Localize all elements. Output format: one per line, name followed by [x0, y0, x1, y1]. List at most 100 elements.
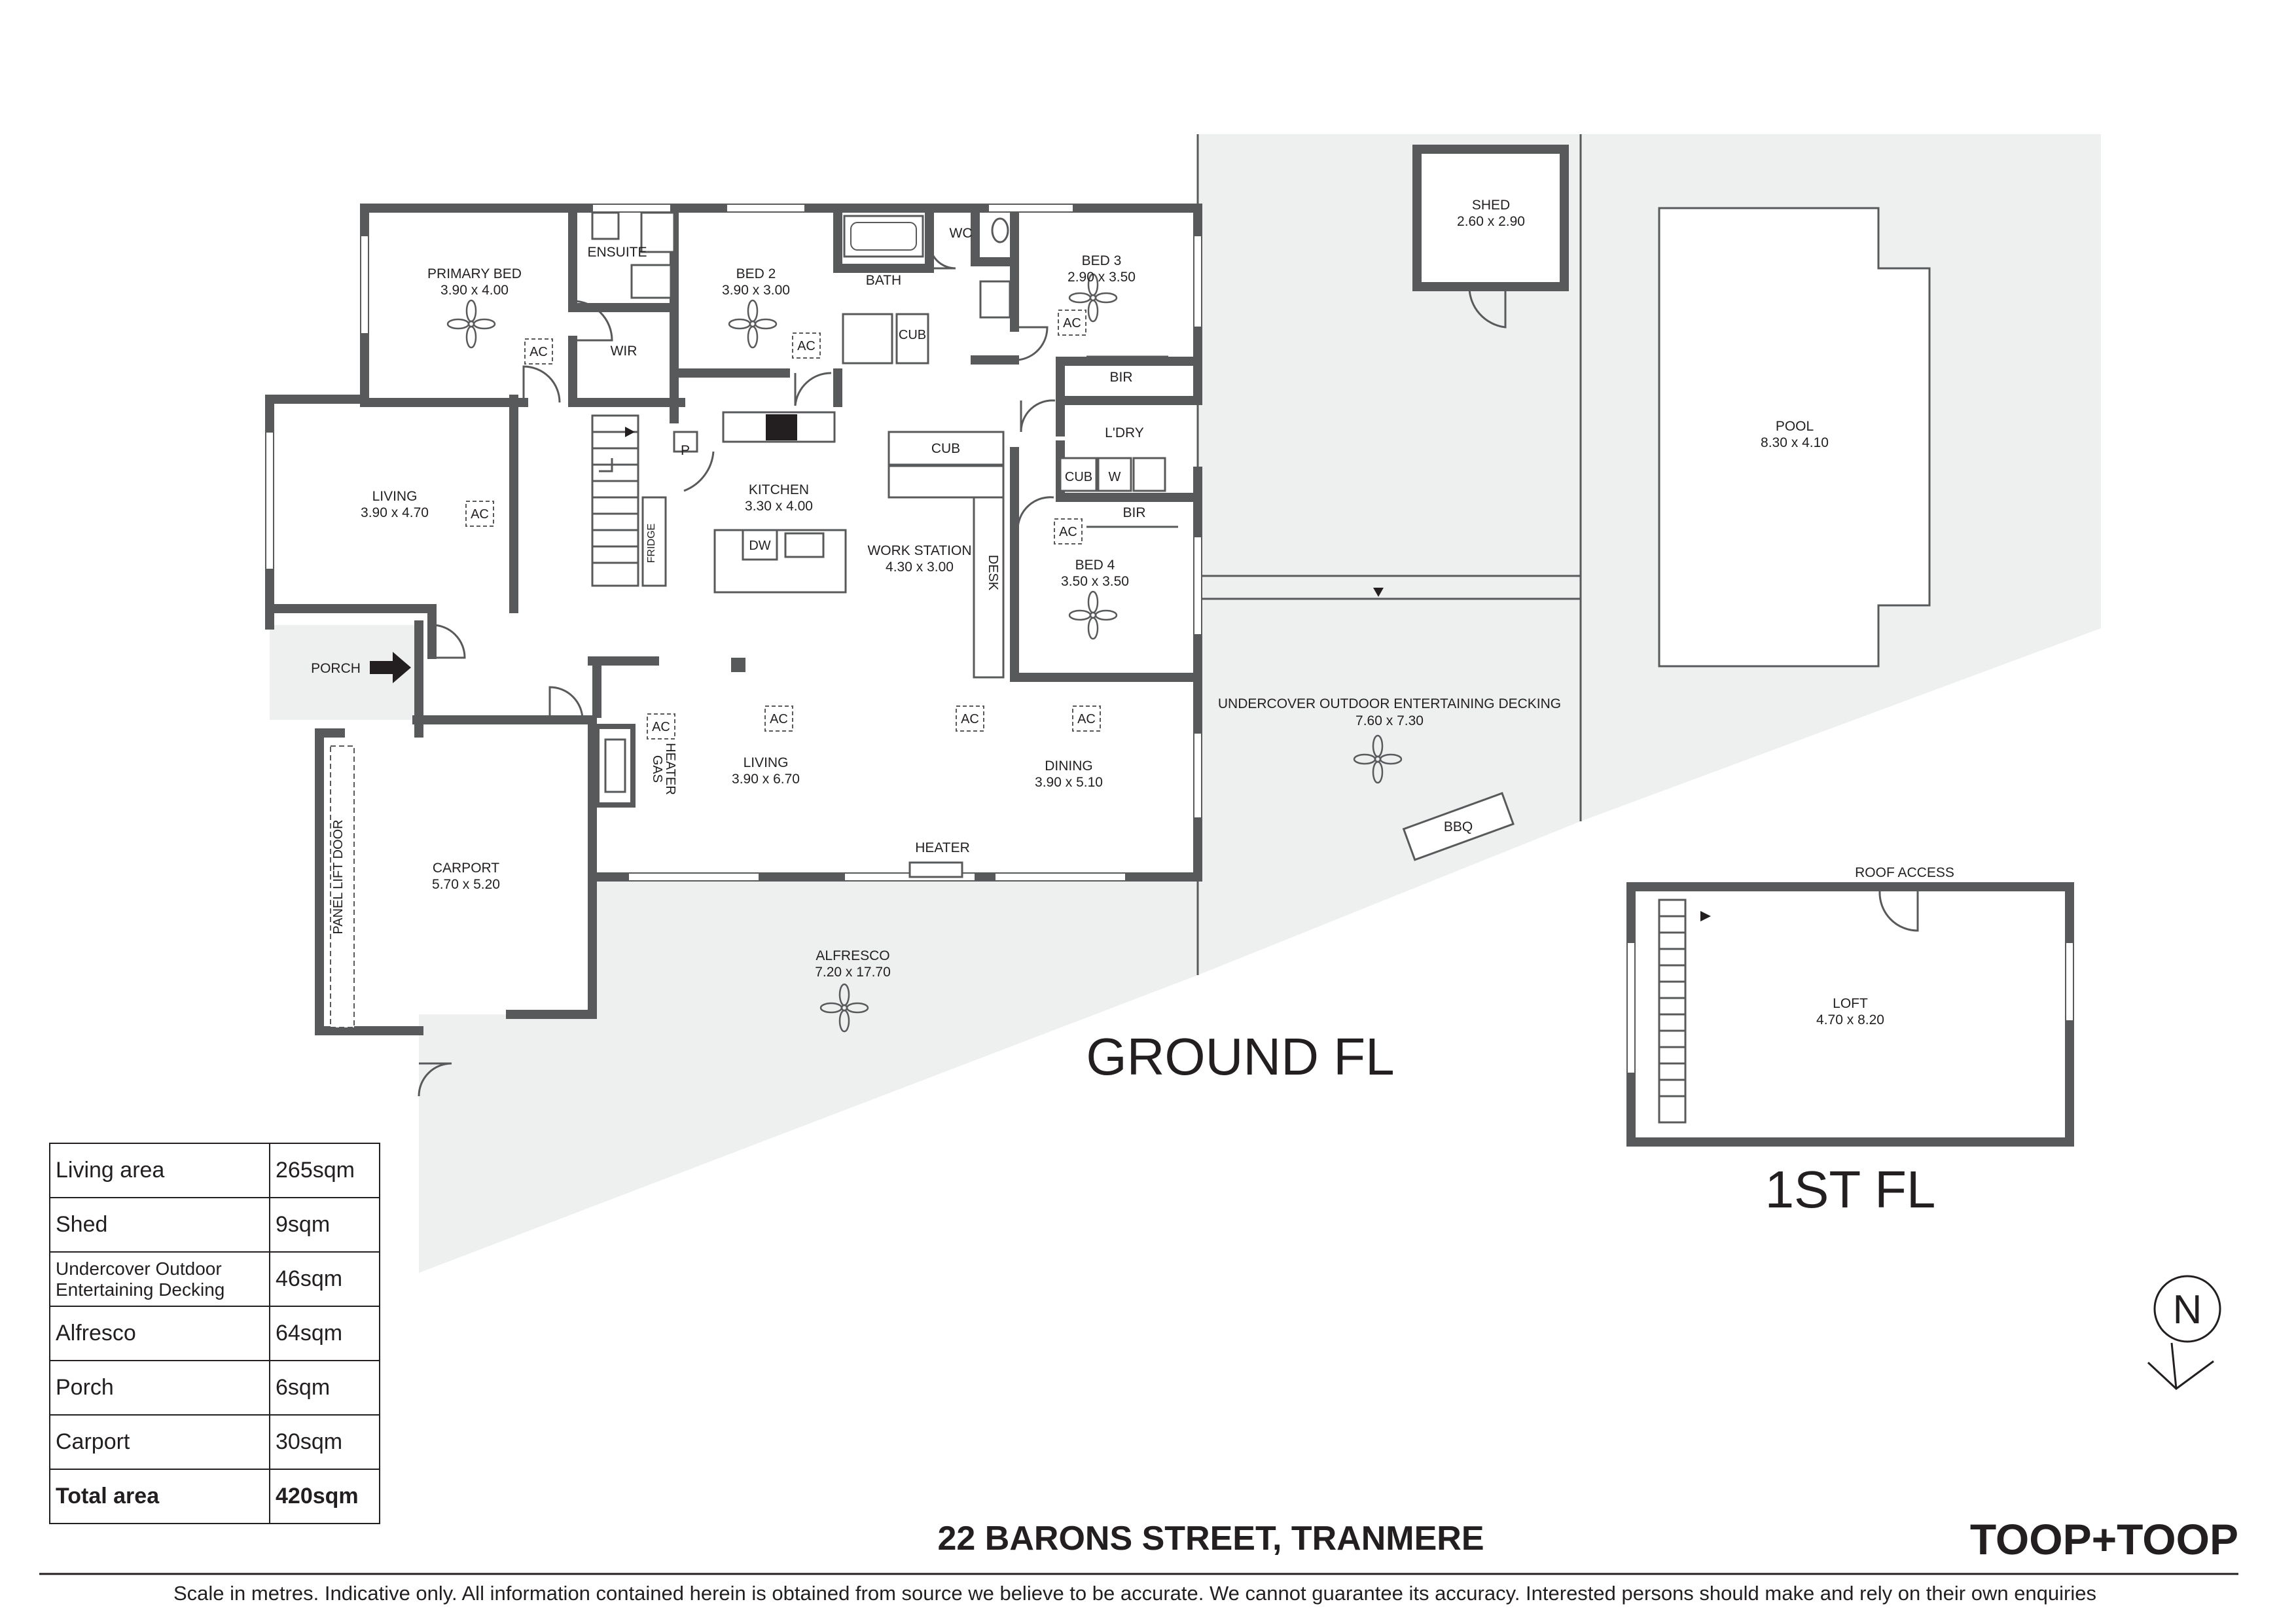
area-value: 64sqm	[269, 1306, 380, 1361]
room-kitchen: KITCHEN	[749, 482, 809, 497]
room-cub-kitchen: CUB	[931, 441, 960, 456]
room-alfresco: ALFRESCO	[816, 948, 889, 963]
room-bed3: BED 3	[1082, 253, 1122, 268]
desk	[973, 496, 1005, 679]
room-primary-bed-dims: 3.90 x 4.00	[440, 283, 509, 298]
ground-floor-title: GROUND FL	[1086, 1027, 1394, 1086]
washer-box	[1097, 457, 1132, 492]
work-station-cupboard	[888, 431, 1005, 466]
bathtub-inner	[850, 222, 917, 251]
bath-cupboard	[895, 313, 929, 365]
vanity	[979, 280, 1011, 319]
room-pool-dims: 8.30 x 4.10	[1761, 435, 1829, 450]
room-loft-dims: 4.70 x 8.20	[1816, 1012, 1884, 1027]
room-dining: DINING	[1045, 758, 1093, 774]
room-bbq: BBQ	[1444, 819, 1473, 834]
wc-toilet	[991, 217, 1009, 243]
room-bed4-dims: 3.50 x 3.50	[1061, 574, 1129, 589]
alfresco-area	[419, 877, 1198, 1273]
area-value: 6sqm	[269, 1360, 380, 1416]
area-value: 265sqm	[269, 1143, 380, 1198]
room-primary-bed: PRIMARY BED	[427, 266, 522, 281]
room-carport: CARPORT	[433, 861, 499, 876]
svg-text:AC: AC	[1077, 712, 1096, 726]
area-label: Living area	[49, 1143, 270, 1198]
room-dw: DW	[749, 539, 770, 553]
room-living-front-dims: 3.90 x 4.70	[361, 505, 429, 520]
heater-unit	[908, 861, 963, 878]
decking-area	[1198, 134, 1581, 975]
svg-text:AC: AC	[961, 712, 979, 726]
svg-text:AC: AC	[1059, 525, 1077, 539]
gas-heater-box	[594, 724, 636, 808]
room-fridge: FRIDGE	[646, 524, 657, 563]
room-bed2: BED 2	[736, 266, 776, 281]
panel-lift-door	[330, 745, 355, 1028]
area-value: 30sqm	[269, 1414, 380, 1470]
area-label: Shed	[49, 1197, 270, 1253]
loft-plan	[1626, 882, 2074, 1147]
room-roof-access: ROOF ACCESS	[1855, 865, 1954, 880]
cooktop	[766, 414, 797, 440]
room-pantry: P	[681, 443, 690, 458]
north-label: N	[2173, 1287, 2202, 1332]
pantry-box	[673, 431, 698, 453]
laundry-tub	[1132, 457, 1166, 492]
room-ensuite: ENSUITE	[587, 245, 647, 260]
room-shed: SHED	[1472, 198, 1510, 213]
svg-text:AC: AC	[471, 507, 489, 522]
north-arrow: N	[2147, 1275, 2221, 1390]
room-kitchen-dims: 3.30 x 4.00	[745, 499, 813, 514]
fan-icon	[728, 299, 778, 349]
room-cub-bath: CUB	[899, 328, 926, 342]
fridge-space	[641, 496, 667, 587]
ensuite-vanity	[630, 264, 672, 299]
room-bed2-dims: 3.90 x 3.00	[722, 283, 790, 298]
room-pool: POOL	[1776, 419, 1814, 434]
room-bir3: BIR	[1109, 370, 1132, 385]
fan-icon	[446, 299, 496, 349]
room-gas-heater-2: HEATER	[663, 743, 677, 795]
area-label: Carport	[49, 1414, 270, 1470]
room-living-main-dims: 3.90 x 6.70	[732, 772, 800, 787]
room-cub-laundry: CUB	[1065, 470, 1092, 484]
area-label: Alfresco	[49, 1306, 270, 1361]
work-station-bench	[888, 465, 1005, 499]
room-living-main: LIVING	[744, 755, 789, 770]
room-porch: PORCH	[311, 661, 361, 676]
room-loft: LOFT	[1833, 996, 1868, 1011]
area-value: 46sqm	[269, 1251, 380, 1307]
svg-text:AC: AC	[797, 339, 816, 353]
room-bath: BATH	[866, 273, 901, 288]
area-label: Porch	[49, 1360, 270, 1416]
room-living-front: LIVING	[372, 489, 418, 504]
gas-heater-insert	[604, 738, 626, 793]
svg-text:AC: AC	[770, 712, 788, 726]
room-decking: UNDERCOVER OUTDOOR ENTERTAINING DECKING	[1218, 696, 1561, 711]
ensuite-toilet	[591, 211, 620, 240]
svg-text:AC: AC	[652, 720, 670, 734]
disclaimer: Scale in metres. Indicative only. All in…	[173, 1582, 2096, 1605]
door-swings	[418, 241, 1056, 1097]
room-bed3-dims: 2.90 x 3.50	[1067, 270, 1136, 285]
ac-units: AC AC AC AC AC AC AC AC AC AC	[465, 310, 2011, 914]
kitchen-island	[713, 529, 847, 594]
room-wc: WC	[950, 226, 973, 241]
room-desk: DESK	[986, 555, 1000, 591]
room-bir4: BIR	[1122, 505, 1145, 520]
room-shed-dims: 2.60 x 2.90	[1457, 214, 1525, 229]
svg-text:AC: AC	[1063, 316, 1081, 330]
living-post-1	[510, 471, 518, 479]
area-label: Undercover Outdoor Entertaining Decking	[49, 1251, 270, 1307]
brand-logo: TOOP+TOOP	[1970, 1515, 2238, 1563]
first-floor-title: 1ST FL	[1765, 1160, 1936, 1219]
room-carport-dims: 5.70 x 5.20	[432, 877, 500, 892]
room-panel-lift-door: PANEL LIFT DOOR	[331, 819, 346, 934]
